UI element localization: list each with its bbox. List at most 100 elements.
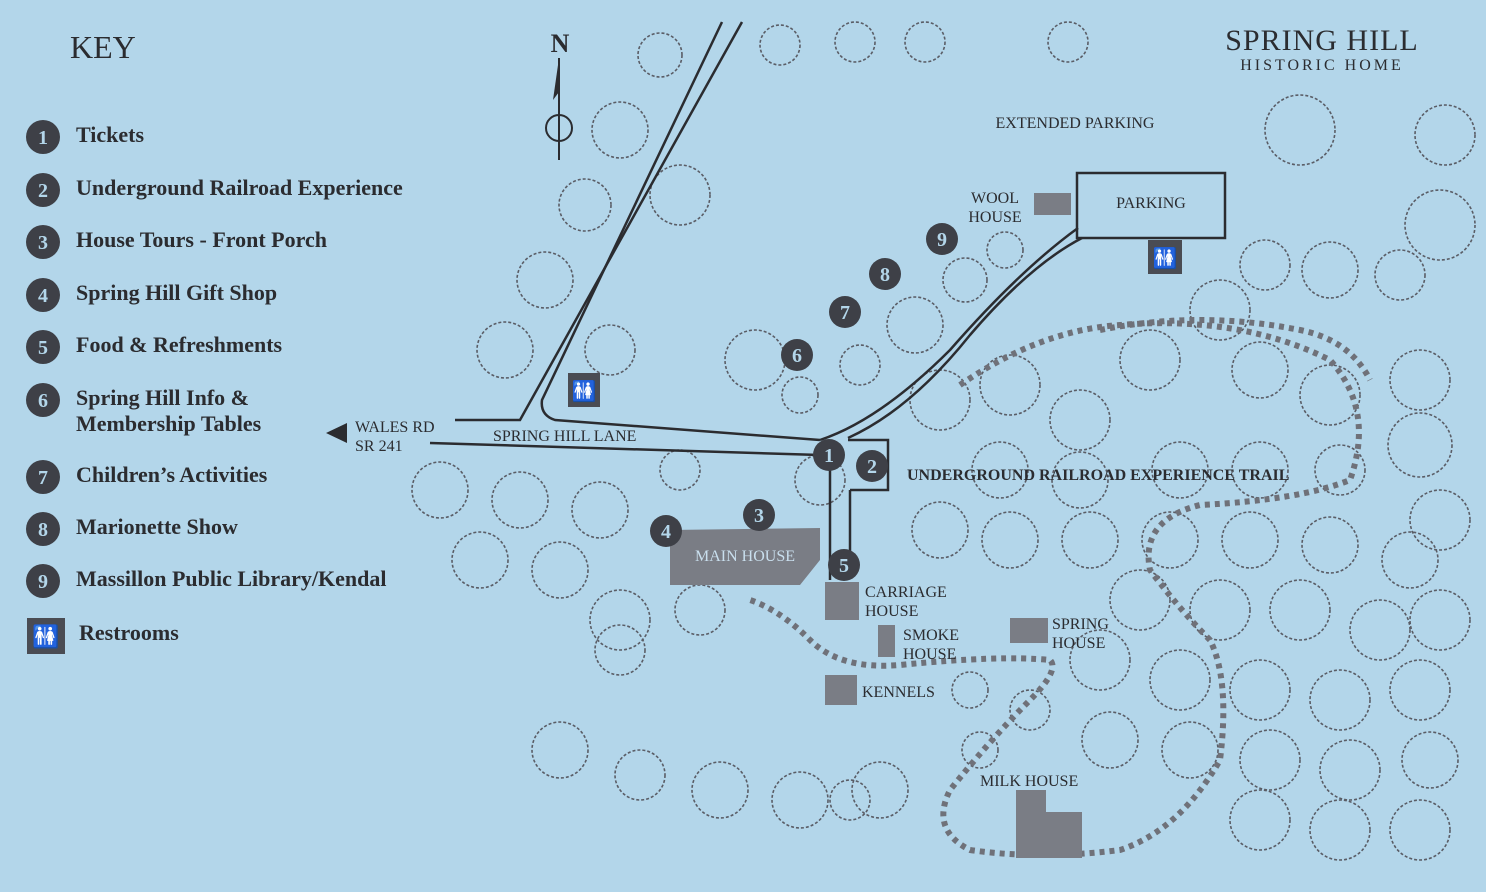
key-number: 8: [38, 519, 48, 541]
marker-badge: [869, 258, 901, 290]
key-item-label: Tickets: [76, 122, 144, 147]
tree-icon: [637, 32, 683, 78]
spring-house-building: [1010, 618, 1048, 643]
kennels-label: KENNELS: [862, 684, 935, 701]
wool-house-building: [1034, 193, 1071, 215]
tree-icon: [491, 471, 549, 529]
key-restrooms-label: Restrooms: [79, 620, 179, 645]
spring-house-label-2: HOUSE: [1052, 635, 1105, 652]
tree-icon: [1404, 189, 1476, 261]
tree-icon: [1061, 511, 1119, 569]
tree-icon: [781, 376, 819, 414]
tree-icon: [649, 164, 711, 226]
key-number-badge: [26, 460, 60, 494]
tree-icon: [834, 21, 876, 63]
tree-icon: [1374, 249, 1426, 301]
map-title: SPRING HILL: [1225, 24, 1419, 57]
marker-badge: [813, 439, 845, 471]
key-number: 4: [38, 285, 48, 307]
tree-icon: [951, 671, 989, 709]
tree-icon: [961, 731, 999, 769]
key-number-badge: [26, 383, 60, 417]
key-item-label: Massillon Public Library/Kendal: [76, 566, 386, 591]
tree-icon: [942, 257, 988, 303]
tree-icon: [1389, 659, 1451, 721]
tree-icon: [411, 461, 469, 519]
carriage-house-label-2: HOUSE: [865, 603, 918, 620]
tree-icon: [986, 231, 1024, 269]
trail-label: UNDERGROUND RAILROAD EXPERIENCE TRAIL: [907, 467, 1289, 484]
tree-icon: [1189, 279, 1251, 341]
key-restroom-item: 🚻 Restrooms: [27, 618, 179, 654]
tree-icon: [1264, 94, 1336, 166]
map-marker-2: 2: [856, 450, 888, 482]
tree-icon: [1409, 489, 1471, 551]
tree-icon: [614, 749, 666, 801]
wales-rd-arrow-icon: [326, 423, 347, 443]
road-diagonal-west: [540, 21, 821, 442]
tree-icon: [851, 761, 909, 819]
marker-number: 2: [867, 456, 877, 478]
key-item-label: Spring Hill Gift Shop: [76, 280, 277, 305]
key-number: 5: [38, 337, 48, 359]
restroom-icon: 🚻: [1148, 240, 1182, 274]
buildings: [670, 193, 1082, 858]
tree-icon: [1221, 511, 1279, 569]
tree-icon: [1161, 721, 1219, 779]
tree-icon: [1349, 599, 1411, 661]
tree-icon: [1389, 349, 1451, 411]
map-marker-8: 8: [869, 258, 901, 290]
svg-text:🚻: 🚻: [32, 624, 59, 650]
map-marker-7: 7: [829, 296, 861, 328]
key-number-badge: [26, 512, 60, 546]
spring-hill-lane-road: [429, 441, 821, 457]
map-subtitle: HISTORIC HOME: [1240, 57, 1404, 74]
main-house-building: [670, 528, 820, 585]
svg-text:🚻: 🚻: [572, 379, 597, 403]
tree-icon: [1401, 731, 1459, 789]
marker-number: 3: [754, 505, 764, 527]
tree-icon: [1409, 589, 1471, 651]
tree-icon: [1414, 104, 1476, 166]
spring-hill-lane-label: SPRING HILL LANE: [493, 428, 636, 445]
tree-icon: [584, 324, 636, 376]
map-marker-3: 3: [743, 499, 775, 531]
key-item-label: Spring Hill Info &: [76, 385, 249, 410]
tree-icon: [1239, 239, 1291, 291]
tree-icon: [558, 178, 612, 232]
key-item-label: House Tours - Front Porch: [76, 227, 327, 252]
marker-badge: [856, 450, 888, 482]
marker-number: 7: [840, 302, 850, 324]
main-house-label: MAIN HOUSE: [695, 548, 795, 565]
tree-icon: [771, 771, 829, 829]
carriage-house-building: [825, 582, 859, 620]
marker-number: 8: [880, 264, 890, 286]
tree-icon: [594, 624, 646, 676]
tree-icon: [1047, 21, 1089, 63]
key-number-badge: [26, 564, 60, 598]
key-number-badge: [26, 120, 60, 154]
key-item-label: Marionette Show: [76, 514, 238, 539]
tree-icon: [1309, 669, 1371, 731]
tree-icon: [1314, 444, 1366, 496]
key-number-badge: [26, 173, 60, 207]
map-marker-5: 5: [828, 549, 860, 581]
key-heading: KEY: [70, 29, 136, 65]
tree-icon: [589, 589, 651, 651]
tree-icon: [759, 24, 801, 66]
key-item-label-line2: Membership Tables: [76, 411, 262, 436]
tree-icon: [1069, 629, 1131, 691]
key-number-badge: [26, 225, 60, 259]
marker-badge: [650, 515, 682, 547]
tree-icon: [531, 541, 589, 599]
tree-icon: [904, 21, 946, 63]
tree-icon: [1151, 441, 1209, 499]
marker-number: 1: [824, 445, 834, 467]
parking-label: PARKING: [1116, 195, 1186, 212]
map-marker-1: 1: [813, 439, 845, 471]
svg-text:🚻: 🚻: [1153, 246, 1178, 270]
